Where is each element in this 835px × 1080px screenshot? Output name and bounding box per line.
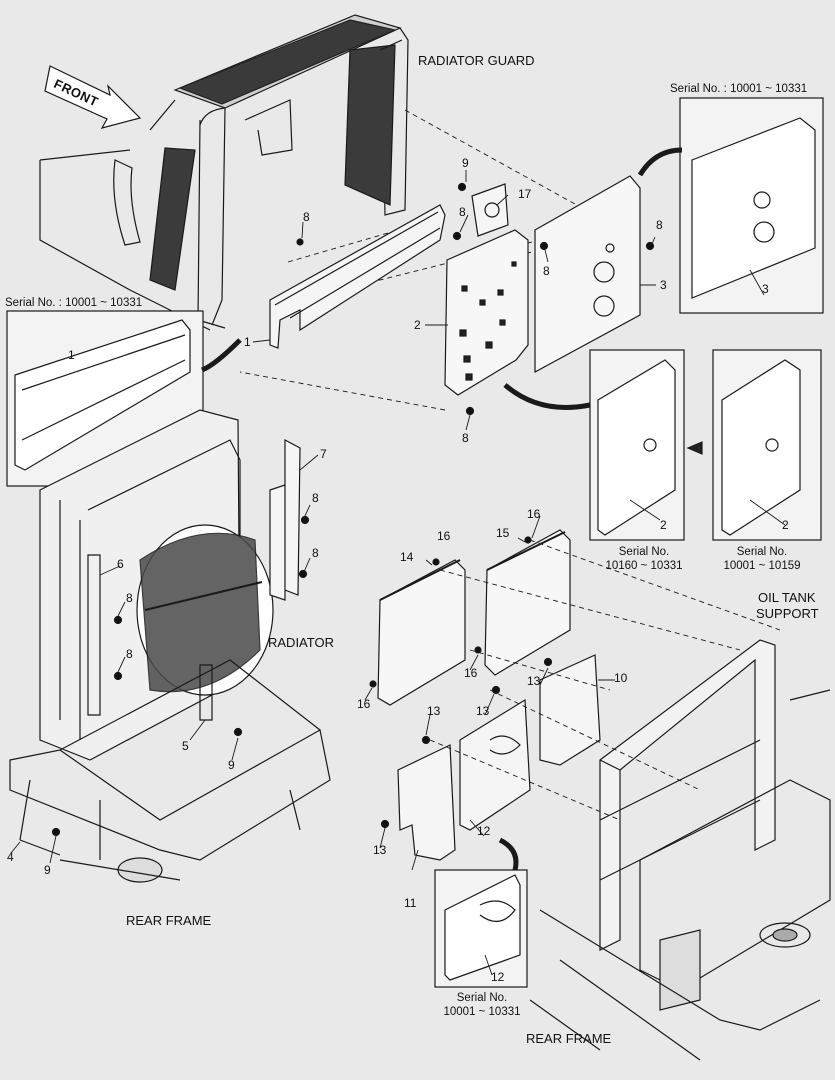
part-1-bracket [269,204,446,349]
callout-8: 8 [303,210,310,224]
callout-17: 17 [518,187,532,201]
serial-mid-a-line1: Serial No. [618,546,670,558]
radiator-guard [149,14,409,329]
callout-2: 2 [414,318,421,332]
serial-mid-b-line2: 10001 ~ 10159 [723,560,801,572]
callout-1: 1 [68,348,75,362]
part-10-bracket [539,654,601,766]
callout-9: 9 [462,156,469,170]
part-2-plate [444,229,529,396]
callout-8: 8 [312,546,319,560]
callout-8: 8 [312,491,319,505]
serial-bottom-line2: 10001 ~ 10331 [443,1006,521,1018]
radiator-label: RADIATOR [268,635,334,650]
front-arrow [44,65,142,129]
callout-8: 8 [462,431,469,445]
callout-8: 8 [543,264,550,278]
part-3-plate [534,175,641,374]
radiator-assembly [39,409,274,761]
machine-body-outline [39,99,211,331]
part-7-bracket [269,439,301,601]
callout-16: 16 [527,507,541,521]
serial-bottom-line1: Serial No. [456,992,508,1004]
callout-8: 8 [126,591,133,605]
callout-10: 10 [614,671,628,685]
callout-13: 13 [373,843,387,857]
rear-frame-left-label: REAR FRAME [126,913,212,928]
callout-15: 15 [496,526,510,540]
callout-9: 9 [44,863,51,877]
part-15-panel [484,529,571,676]
part-11-bracket [397,744,456,861]
part-17-plate [471,183,509,237]
callout-16: 16 [437,529,451,543]
support-label: SUPPORT [756,606,819,621]
serial-left: Serial No. : 10001 ~ 10331 [5,297,143,309]
serial-mid-b-line1: Serial No. [736,546,788,558]
callout-2: 2 [782,518,789,532]
part-14-panel [377,559,466,706]
callout-6: 6 [117,557,124,571]
callout-5: 5 [182,739,189,753]
callout-8: 8 [656,218,663,232]
callout-2: 2 [660,518,667,532]
callout-8: 8 [459,205,466,219]
callout-9: 9 [228,758,235,772]
rear-frame-right-label: REAR FRAME [526,1031,612,1046]
callout-11: 11 [404,896,417,910]
callout-16: 16 [357,697,371,711]
part-12-bracket [459,698,531,831]
callout-1: 1 [244,335,251,349]
serial-top-right: Serial No. : 10001 ~ 10331 [670,83,808,95]
callout-13: 13 [476,704,490,718]
callout-7: 7 [320,447,327,461]
serial-mid-a-line2: 10160 ~ 10331 [605,560,683,572]
callout-16: 16 [464,666,478,680]
callout-8: 8 [126,647,133,661]
rear-frame-left [9,659,331,861]
callout-12: 12 [491,970,505,984]
callout-14: 14 [400,550,414,564]
radiator-guard-label: RADIATOR GUARD [418,53,535,68]
callout-13: 13 [527,674,541,688]
oil-tank-support [599,639,831,1011]
callout-12: 12 [477,824,491,838]
callout-13: 13 [427,704,441,718]
callout-3: 3 [660,278,667,292]
callout-3: 3 [762,282,769,296]
rear-frame-right [529,909,821,1061]
oil-tank-label: OIL TANK [758,590,816,605]
callout-4: 4 [7,850,14,864]
